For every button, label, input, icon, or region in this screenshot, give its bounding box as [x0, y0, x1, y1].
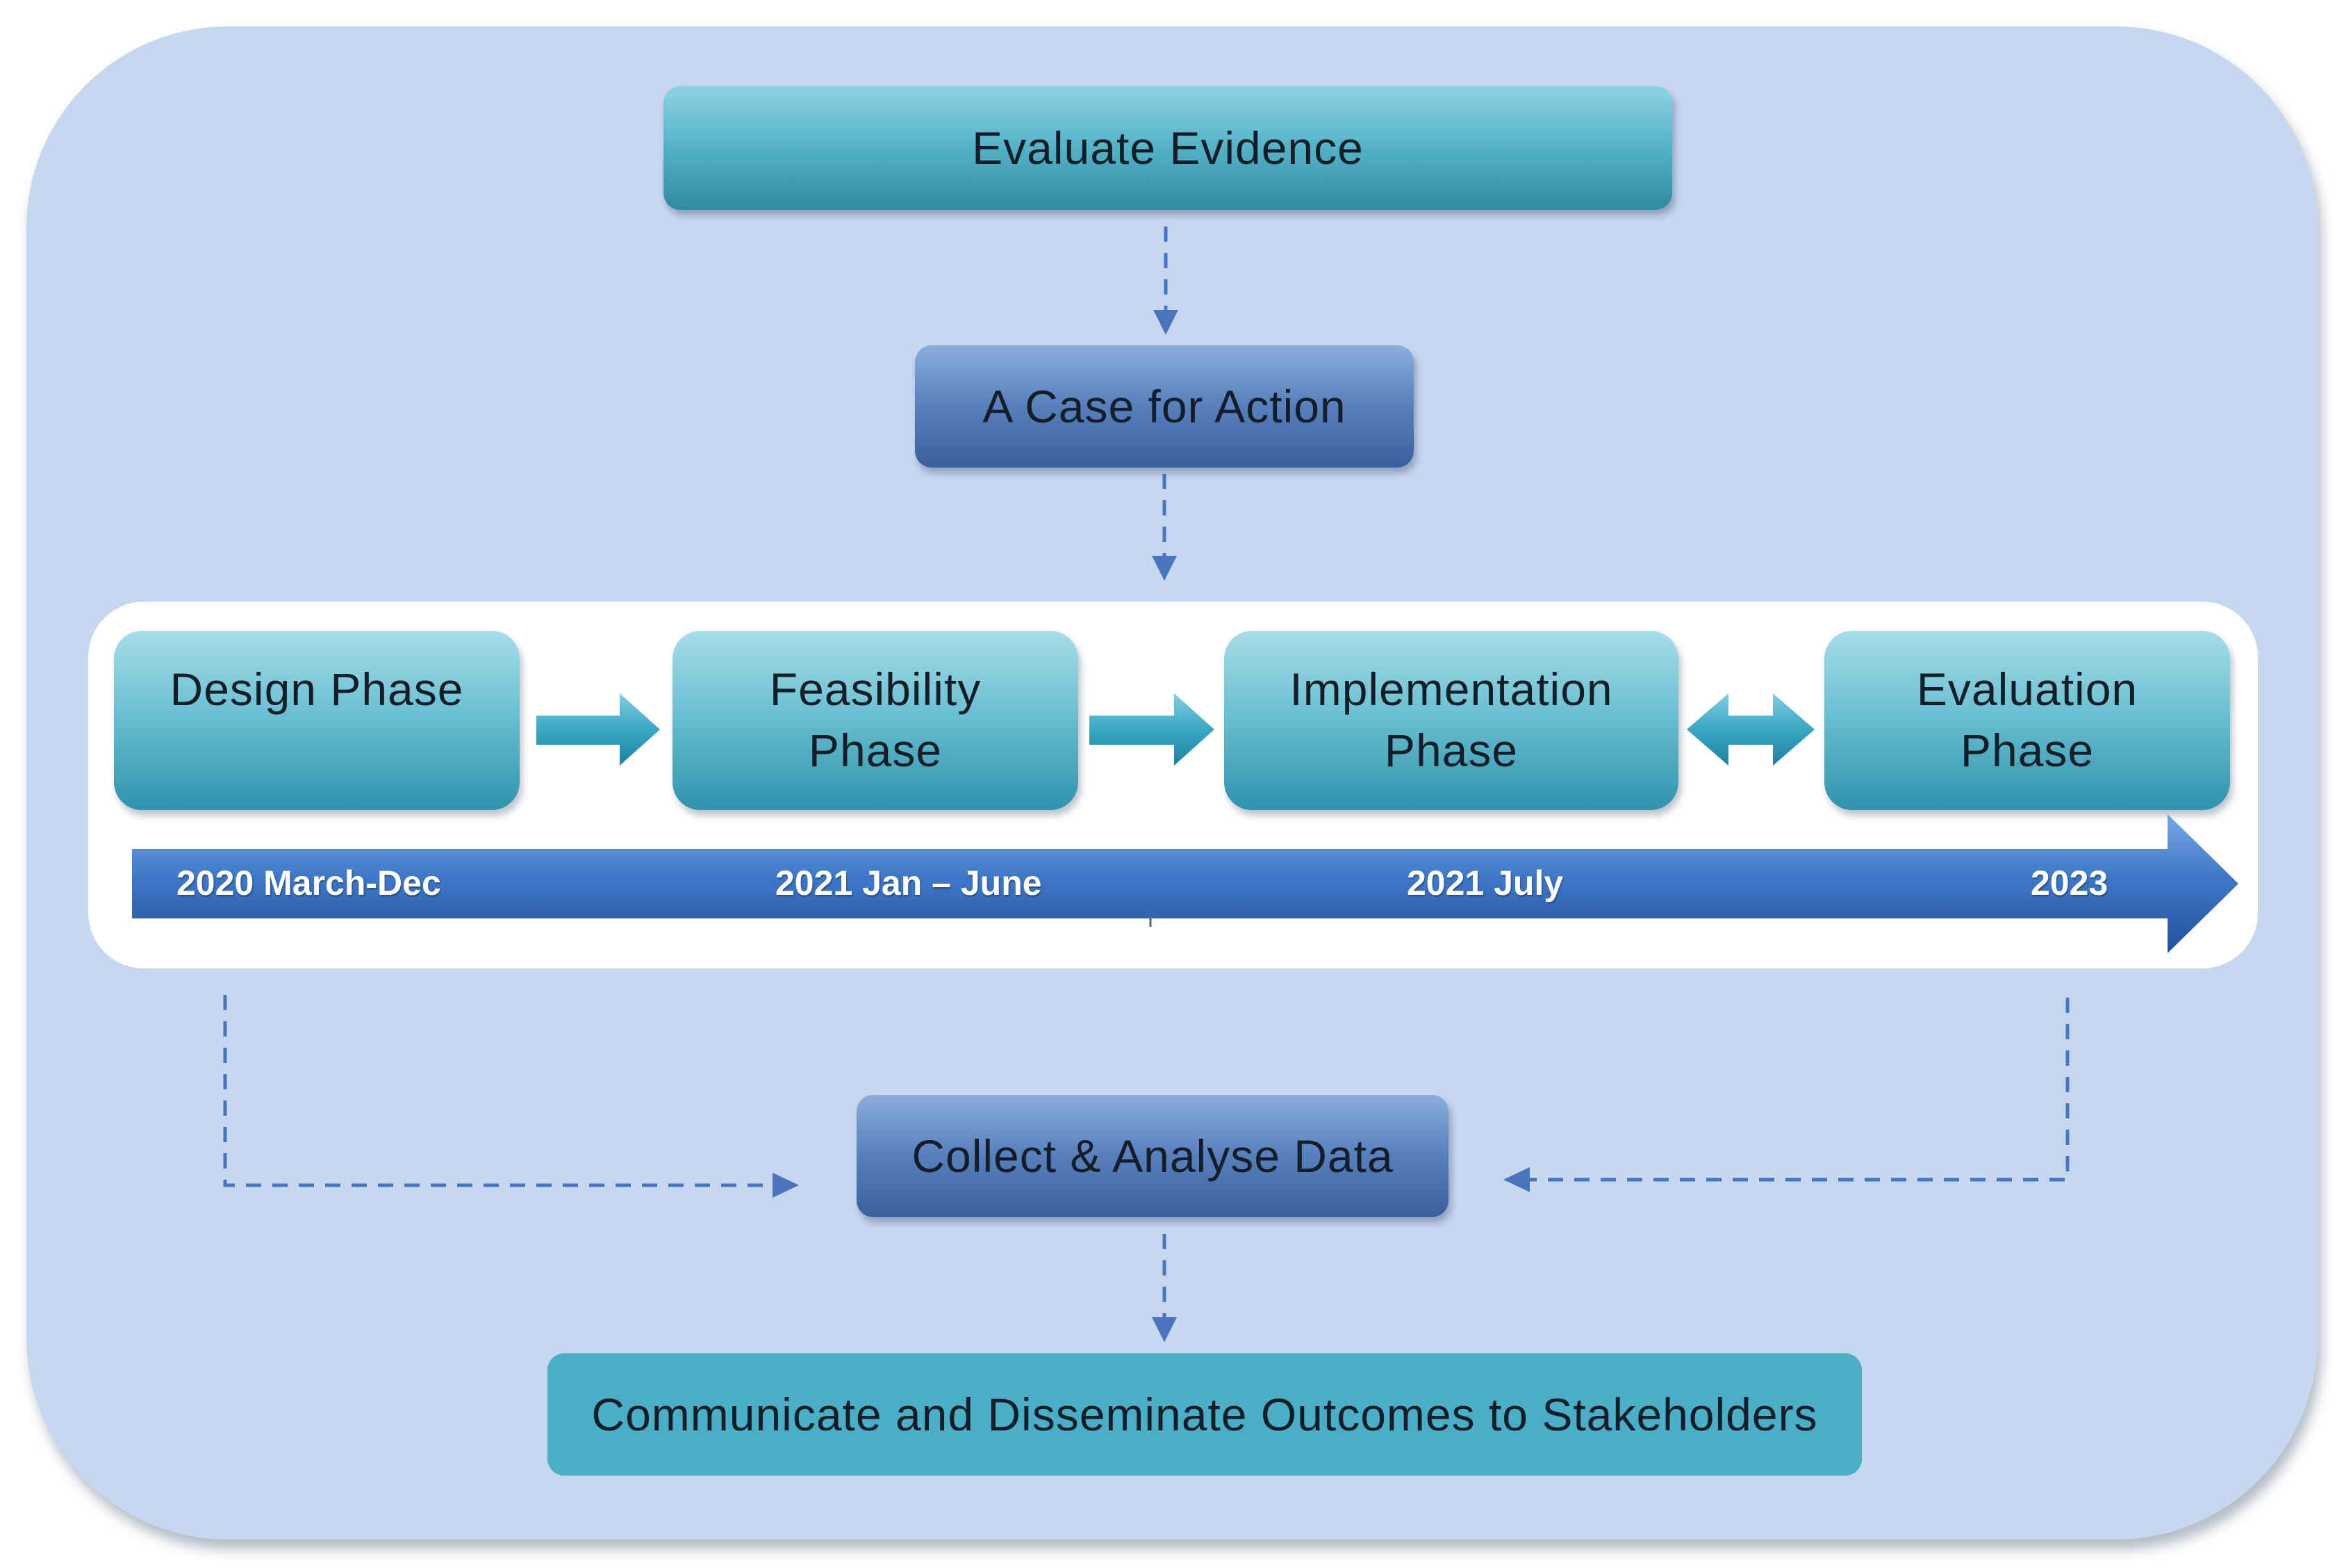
timeline-label-2020: 2020 March-Dec — [176, 864, 441, 902]
arrowhead-right-icon — [773, 1173, 799, 1198]
evaluate-evidence-label: Evaluate Evidence — [972, 122, 1364, 174]
implementation-phase-box: Implementation Phase — [1224, 631, 1678, 810]
feasibility-phase-label-line2: Phase — [808, 725, 943, 776]
feasibility-phase-label: Feasibility — [769, 663, 982, 715]
evaluation-phase-label: Evaluation — [1916, 663, 2138, 715]
communicate-outcomes-box: Communicate and Disseminate Outcomes to … — [547, 1353, 1862, 1476]
phase-arrow-implementation-evaluation — [1687, 693, 1815, 766]
arrowhead-left-icon — [1503, 1167, 1530, 1192]
evaluation-phase-label-line2: Phase — [1960, 725, 2095, 776]
design-phase-label: Design Phase — [170, 663, 464, 715]
phase-arrow-design-feasibility — [536, 693, 660, 766]
case-for-action-box: A Case for Action — [915, 345, 1414, 468]
evaluate-evidence-box: Evaluate Evidence — [663, 86, 1672, 210]
collect-analyse-data-label: Collect & Analyse Data — [911, 1130, 1394, 1182]
case-for-action-label: A Case for Action — [982, 381, 1346, 432]
design-phase-box: Design Phase — [114, 631, 520, 810]
evaluation-phase-box: Evaluation Phase — [1824, 631, 2230, 810]
implementation-phase-label: Implementation — [1289, 663, 1613, 715]
feasibility-phase-box: Feasibility Phase — [672, 631, 1078, 810]
timeline-arrow — [132, 814, 2238, 953]
connector-design-to-collect — [223, 995, 777, 1187]
timeline-label-2023: 2023 — [2031, 864, 2108, 902]
arrowhead-down-icon — [1152, 1317, 1177, 1342]
communicate-outcomes-label: Communicate and Disseminate Outcomes to … — [591, 1389, 1818, 1440]
arrowhead-down-icon — [1153, 310, 1178, 335]
implementation-phase-label-line2: Phase — [1384, 725, 1519, 776]
connector-evaluation-to-collect — [1528, 998, 2070, 1182]
timeline-label-2021-jan: 2021 Jan – June — [775, 864, 1042, 902]
timeline-label-2021-july: 2021 July — [1407, 864, 1564, 902]
collect-analyse-data-box: Collect & Analyse Data — [857, 1095, 1449, 1217]
arrowhead-down-icon — [1152, 556, 1177, 581]
phase-arrow-feasibility-implementation — [1089, 693, 1214, 766]
